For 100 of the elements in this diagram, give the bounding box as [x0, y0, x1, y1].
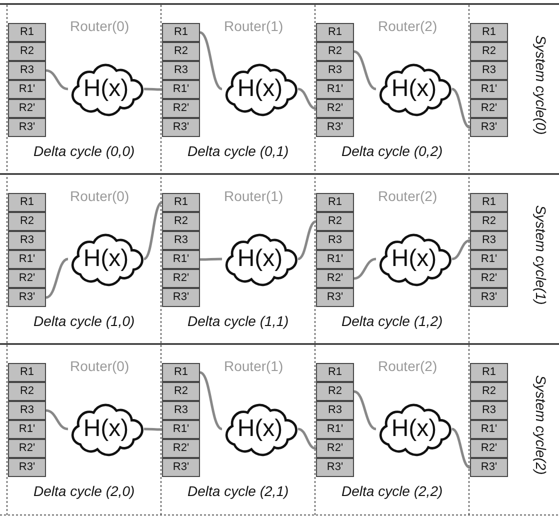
- connector-line: [46, 258, 68, 299]
- register-cell: R1': [316, 250, 354, 269]
- register-cell: R3': [316, 458, 354, 477]
- register-cell: R2: [316, 212, 354, 231]
- cycle-caption: Delta cycle (0,1): [188, 143, 289, 159]
- register-cell: R1: [470, 363, 508, 382]
- register-cell: R3: [316, 61, 354, 80]
- register-cell: R1': [162, 250, 200, 269]
- cycle-caption: Delta cycle (2,2): [342, 483, 443, 499]
- connector-line: [144, 88, 162, 91]
- connector-line: [452, 428, 470, 469]
- register-cell: R2: [470, 42, 508, 61]
- cycle-caption: Delta cycle (0,0): [34, 143, 135, 159]
- register-cell: R3: [470, 61, 508, 80]
- register-cell: R1: [8, 363, 46, 382]
- connector-line: [298, 88, 316, 110]
- router-label: Router(2): [378, 18, 438, 34]
- connector-line: [46, 409, 68, 430]
- register-cell: R1: [316, 363, 354, 382]
- register-cell: R1: [162, 23, 200, 42]
- register-cell: R3': [316, 288, 354, 307]
- connector-line: [298, 428, 316, 450]
- register-cell: R2: [8, 42, 46, 61]
- router-label: Router(1): [224, 188, 284, 204]
- register-cell: R3': [162, 458, 200, 477]
- register-cell: R3': [470, 288, 508, 307]
- register-cell: R2': [162, 439, 200, 458]
- register-cell: R3': [162, 288, 200, 307]
- register-cell: R3': [8, 458, 46, 477]
- cycle-caption: Delta cycle (1,0): [34, 313, 135, 329]
- connector-line: [452, 88, 470, 129]
- cycle-caption: Delta cycle (2,0): [34, 483, 135, 499]
- connector-line: [200, 371, 222, 430]
- register-cell: R3': [8, 118, 46, 137]
- register-cell: R2: [8, 212, 46, 231]
- register-cell: R1: [162, 193, 200, 212]
- connector-line: [354, 258, 376, 280]
- cycle-caption: Delta cycle (1,1): [188, 313, 289, 329]
- register-cell: R2: [162, 212, 200, 231]
- connector-line: [354, 390, 376, 430]
- register-cell: R1': [162, 420, 200, 439]
- register-cell: R2': [316, 99, 354, 118]
- connector-line: [143, 201, 163, 260]
- register-cell: R3: [162, 61, 200, 80]
- register-cell: R1': [162, 80, 200, 99]
- connector-line: [46, 69, 68, 90]
- register-cell: R3: [162, 231, 200, 250]
- cycle-caption: Delta cycle (1,2): [342, 313, 443, 329]
- register-cell: R2': [8, 99, 46, 118]
- register-cell: R2: [162, 382, 200, 401]
- register-cell: R2': [8, 439, 46, 458]
- register-cell: R1: [316, 23, 354, 42]
- register-cell: R2': [470, 99, 508, 118]
- register-cell: R1: [8, 193, 46, 212]
- router-label: Router(1): [224, 18, 284, 34]
- register-cell: R3: [316, 231, 354, 250]
- router-label: Router(2): [378, 358, 438, 374]
- register-cell: R2: [162, 42, 200, 61]
- register-cell: R2': [470, 439, 508, 458]
- register-cell: R3: [8, 61, 46, 80]
- register-cell: R2': [316, 439, 354, 458]
- connector-line: [354, 50, 376, 90]
- register-cell: R3': [316, 118, 354, 137]
- register-cell: R1': [8, 250, 46, 269]
- router-label: Router(0): [70, 18, 130, 34]
- register-cell: R3: [8, 401, 46, 420]
- connector-line: [452, 239, 470, 260]
- register-cell: R2: [470, 212, 508, 231]
- router-label: Router(1): [224, 358, 284, 374]
- connector-line: [200, 31, 222, 90]
- register-cell: R3: [316, 401, 354, 420]
- register-cell: R1: [470, 193, 508, 212]
- register-cell: R1': [316, 80, 354, 99]
- cycle-caption: Delta cycle (0,2): [342, 143, 443, 159]
- register-cell: R3': [470, 118, 508, 137]
- system-cycle-label: System cycle(2): [532, 375, 549, 475]
- connector-line: [298, 220, 316, 260]
- register-cell: R2': [162, 99, 200, 118]
- register-cell: R2': [316, 269, 354, 288]
- register-cell: R1': [470, 250, 508, 269]
- register-cell: R1': [8, 420, 46, 439]
- router-label: Router(2): [378, 188, 438, 204]
- register-cell: R1: [470, 23, 508, 42]
- register-cell: R1': [316, 420, 354, 439]
- register-cell: R3': [162, 118, 200, 137]
- register-cell: R1': [470, 80, 508, 99]
- register-cell: R3: [470, 231, 508, 250]
- register-cell: R2': [162, 269, 200, 288]
- register-cell: R1: [162, 363, 200, 382]
- connector-line: [144, 428, 162, 431]
- register-cell: R1: [316, 193, 354, 212]
- router-label: Router(0): [70, 188, 130, 204]
- register-cell: R2': [470, 269, 508, 288]
- register-cell: R3': [8, 288, 46, 307]
- register-cell: R2: [316, 382, 354, 401]
- register-cell: R1: [8, 23, 46, 42]
- register-cell: R1': [470, 420, 508, 439]
- register-cell: R3: [162, 401, 200, 420]
- cycle-caption: Delta cycle (2,1): [188, 483, 289, 499]
- register-cell: R3': [470, 458, 508, 477]
